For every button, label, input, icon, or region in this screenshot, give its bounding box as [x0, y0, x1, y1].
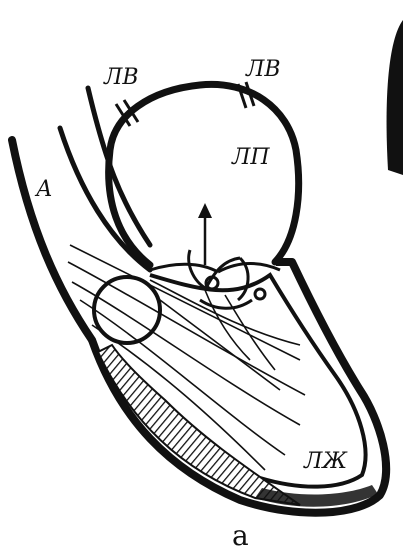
label-left-atrium: ЛП	[231, 145, 270, 170]
label-pulmonary-vein-right: ЛВ	[245, 57, 281, 82]
figure-caption: а	[232, 519, 249, 552]
aorta-outer-wall	[12, 140, 92, 340]
left-atrium-wall	[109, 84, 299, 265]
right-edge-arc	[387, 20, 403, 175]
flow-arrow-up	[198, 203, 212, 265]
label-pulmonary-vein-left: ЛВ	[103, 65, 139, 90]
label-aorta: А	[34, 177, 53, 202]
label-left-ventricle: ЛЖ	[303, 449, 348, 474]
